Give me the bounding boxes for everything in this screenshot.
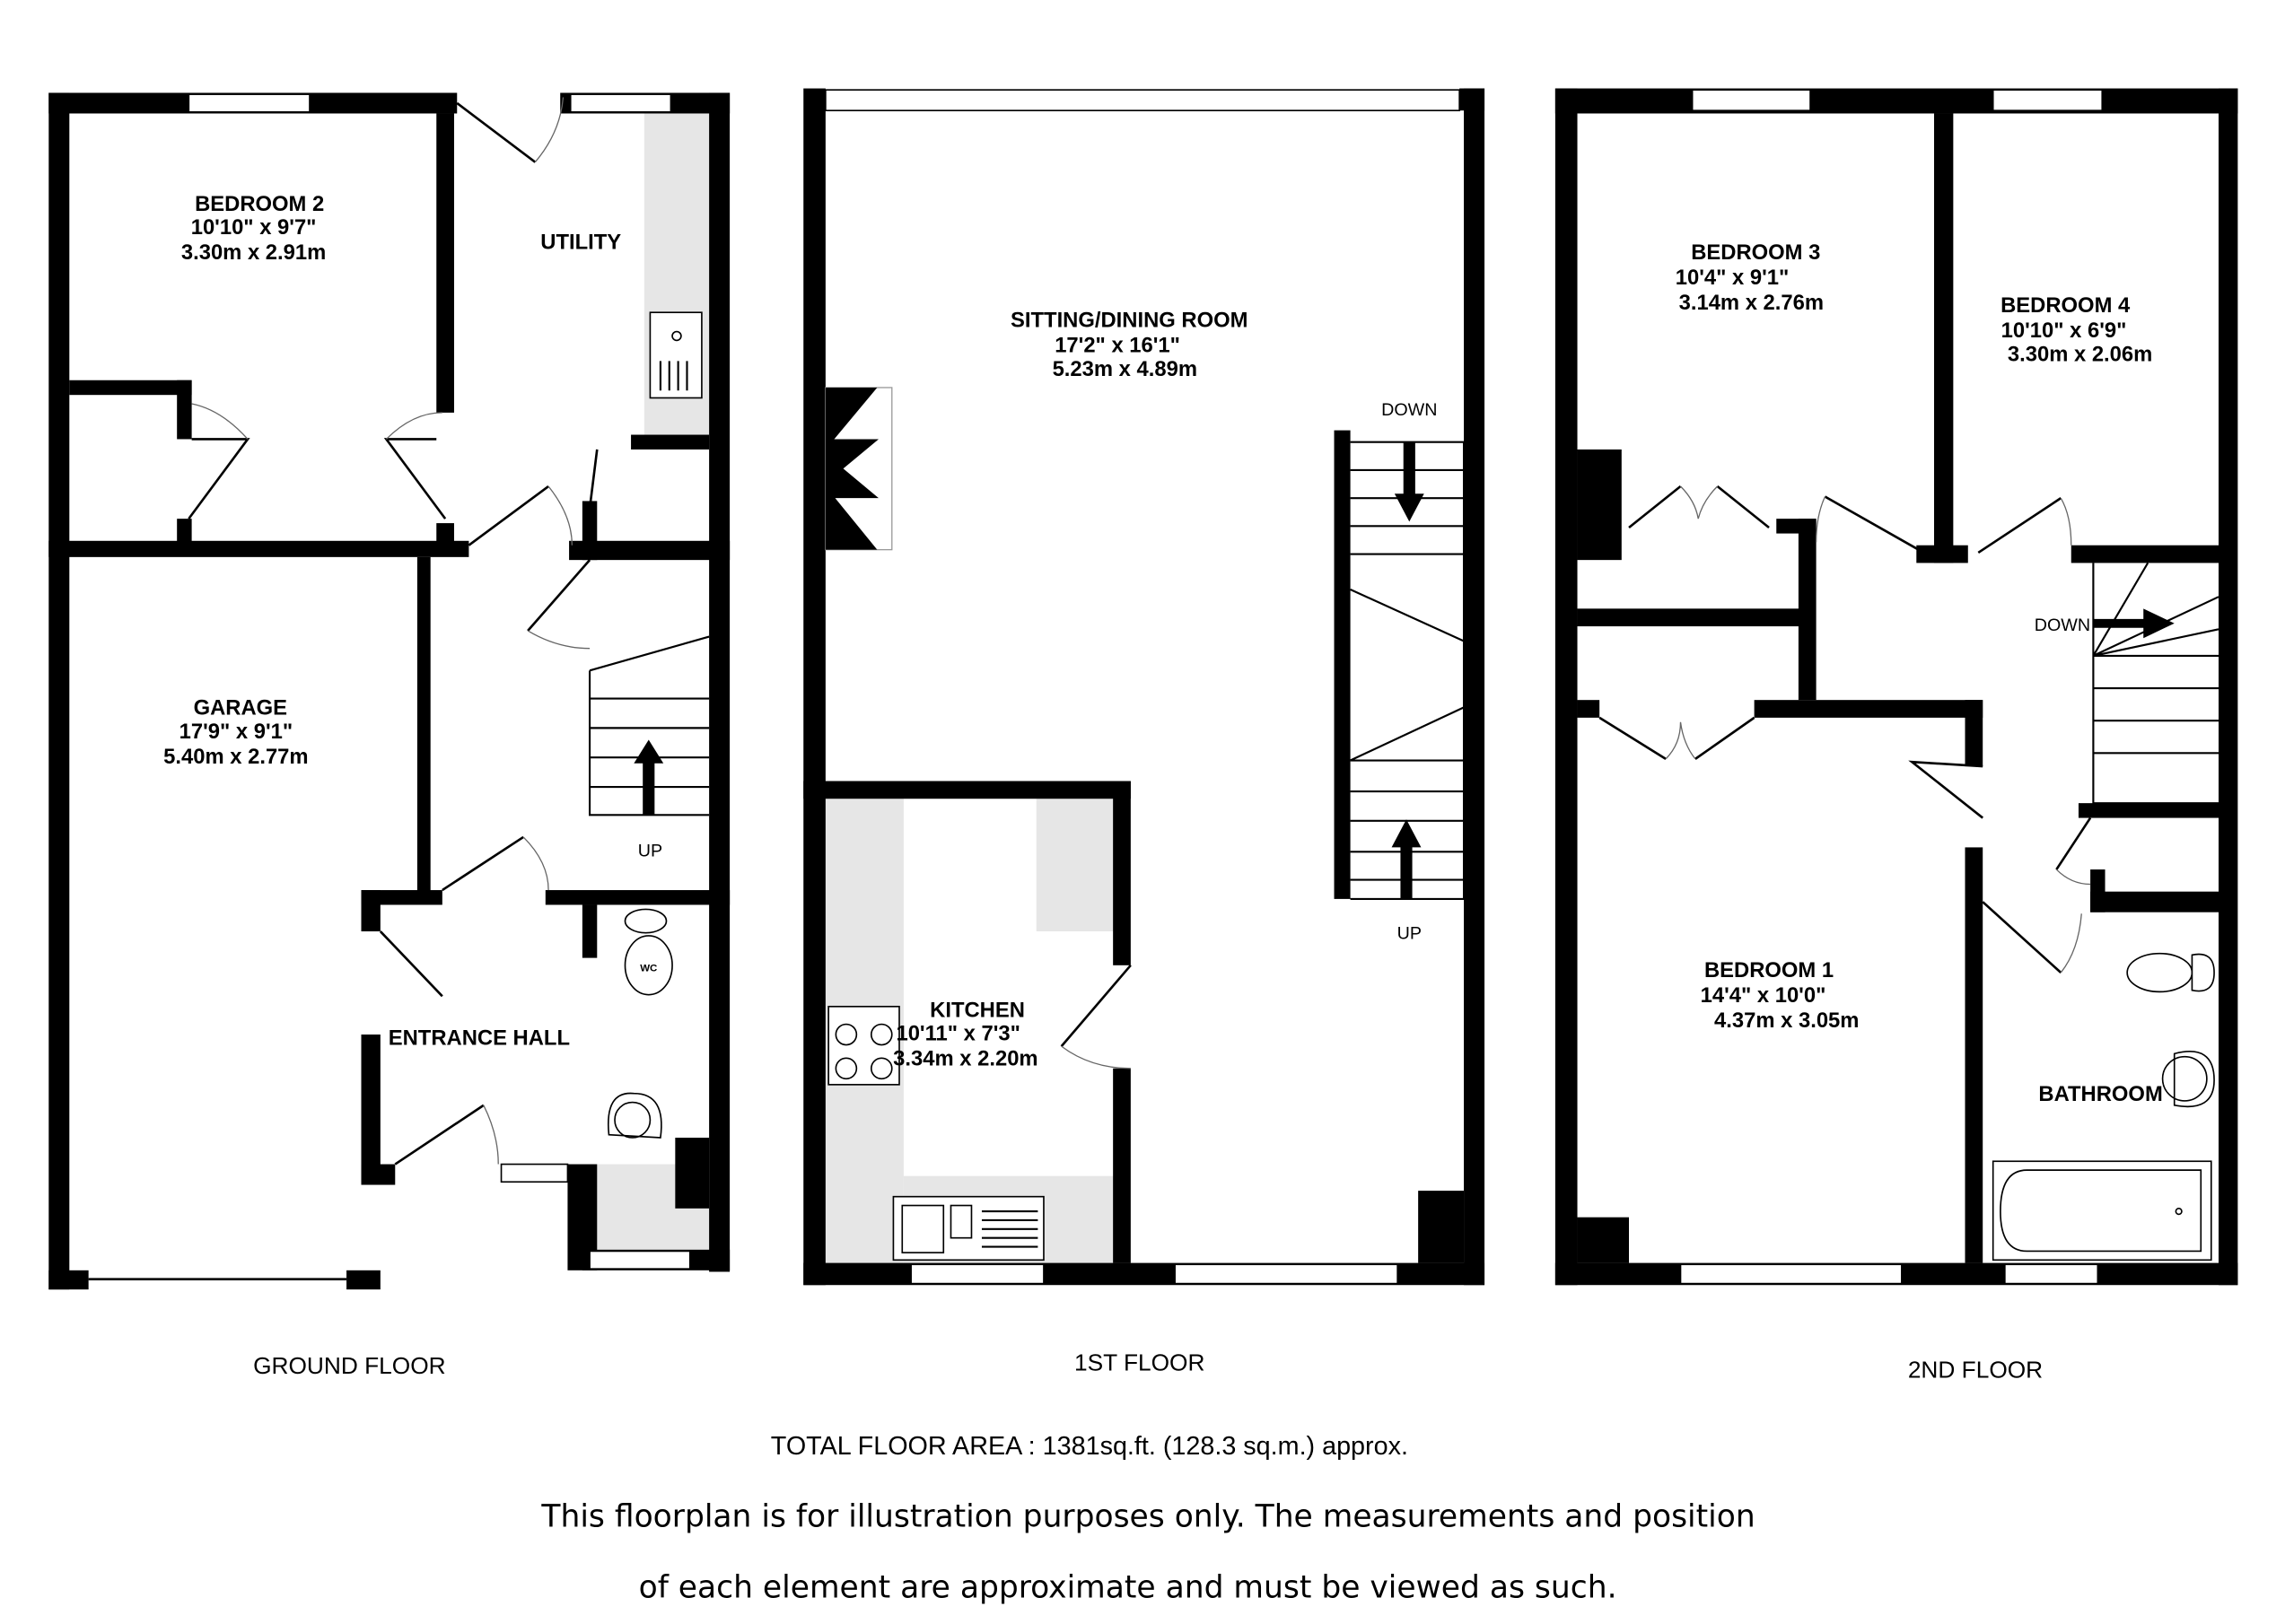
first-floor-label: 1ST FLOOR	[1074, 1349, 1204, 1375]
disclaimer-line-1: This floorplan is for illustration purpo…	[540, 1499, 1755, 1535]
window	[1691, 89, 1811, 112]
bedroom4-imperial: 10'10" x 6'9"	[2001, 319, 2127, 343]
first-stairs	[1334, 430, 1466, 900]
bedroom3-name: BEDROOM 3	[1691, 240, 1820, 265]
up-arrow-icon	[1391, 819, 1422, 899]
bedroom2-name: BEDROOM 2	[195, 192, 324, 216]
garage-metric: 5.40m x 2.77m	[163, 745, 308, 769]
garage-name: GARAGE	[194, 696, 287, 720]
garage-imperial: 17'9" x 9'1"	[179, 720, 293, 744]
bedroom1-imperial: 14'4" x 10'0"	[1701, 983, 1826, 1008]
utility-sink-icon	[649, 311, 703, 399]
fireplace-icon	[825, 387, 893, 551]
kitchen-imperial: 10'11" x 7'3"	[896, 1022, 1020, 1046]
bath-icon	[1992, 1160, 2212, 1262]
bedroom1-name: BEDROOM 1	[1704, 958, 1834, 982]
second-floor-label: 2ND FLOOR	[1908, 1357, 2043, 1384]
second-stairs	[2092, 562, 2219, 805]
utility-name: UTILITY	[540, 231, 621, 255]
wc-basin-icon	[607, 1092, 662, 1139]
bedroom1-metric: 4.37m x 3.05m	[1714, 1008, 1859, 1033]
sitting-metric: 5.23m x 4.89m	[1053, 357, 1197, 381]
window	[589, 1250, 691, 1270]
basin-icon	[2161, 1051, 2215, 1108]
window	[1174, 1263, 1398, 1285]
ground-floor-plan: WC BEDROOM 2 10'10" x 9'7" 3.30m x 2.91m…	[48, 92, 731, 1379]
total-floor-area: TOTAL FLOOR AREA : 1381sq.ft. (128.3 sq.…	[771, 1432, 1408, 1461]
second-floor-plan: BEDROOM 3 10'4" x 9'1" 3.14m x 2.76m BED…	[1554, 88, 2238, 1384]
hob-icon	[827, 1005, 900, 1086]
down-arrow-icon	[1394, 441, 1424, 522]
sitting-name: SITTING/DINING ROOM	[1011, 309, 1248, 333]
toilet-icon	[2126, 952, 2215, 993]
first-floor-plan: SITTING/DINING ROOM 17'2" x 16'1" 5.23m …	[803, 88, 1485, 1375]
second-stairs-down-label: DOWN	[2035, 616, 2090, 635]
kitchen-metric: 3.34m x 2.20m	[893, 1047, 1037, 1071]
window	[825, 89, 1460, 112]
bedroom4-name: BEDROOM 4	[2000, 293, 2131, 318]
window	[1679, 1263, 1903, 1285]
bathroom-name: BATHROOM	[2038, 1082, 2162, 1106]
ground-floor-label: GROUND FLOOR	[253, 1352, 446, 1379]
bedroom3-metric: 3.14m x 2.76m	[1679, 291, 1824, 315]
window	[1992, 89, 2104, 112]
bedroom3-imperial: 10'4" x 9'1"	[1676, 266, 1790, 290]
window	[2004, 1263, 2099, 1285]
wc-label: WC	[640, 963, 657, 974]
ground-stairs-up-label: UP	[638, 841, 662, 860]
window	[910, 1263, 1045, 1285]
sitting-imperial: 17'2" x 16'1"	[1055, 334, 1180, 358]
bedroom4-metric: 3.30m x 2.06m	[2008, 342, 2152, 366]
entrance-hall-name: ENTRANCE HALL	[389, 1026, 570, 1051]
kitchen-sink-icon	[892, 1195, 1045, 1262]
first-stairs-up-label: UP	[1397, 923, 1422, 943]
down-arrow-icon	[2093, 608, 2175, 639]
bedroom2-imperial: 10'10" x 9'7"	[191, 215, 317, 240]
window	[188, 93, 311, 113]
bedroom2-metric: 3.30m x 2.91m	[181, 240, 326, 265]
kitchen-name: KITCHEN	[930, 998, 1025, 1022]
up-arrow-icon	[634, 739, 664, 816]
ground-stairs	[589, 635, 710, 816]
first-stairs-down-label: DOWN	[1381, 400, 1437, 420]
disclaimer-line-2: of each element are approximate and must…	[639, 1569, 1617, 1605]
wc-toilet-icon: WC	[624, 908, 673, 996]
window	[569, 93, 672, 113]
window	[500, 1163, 569, 1183]
